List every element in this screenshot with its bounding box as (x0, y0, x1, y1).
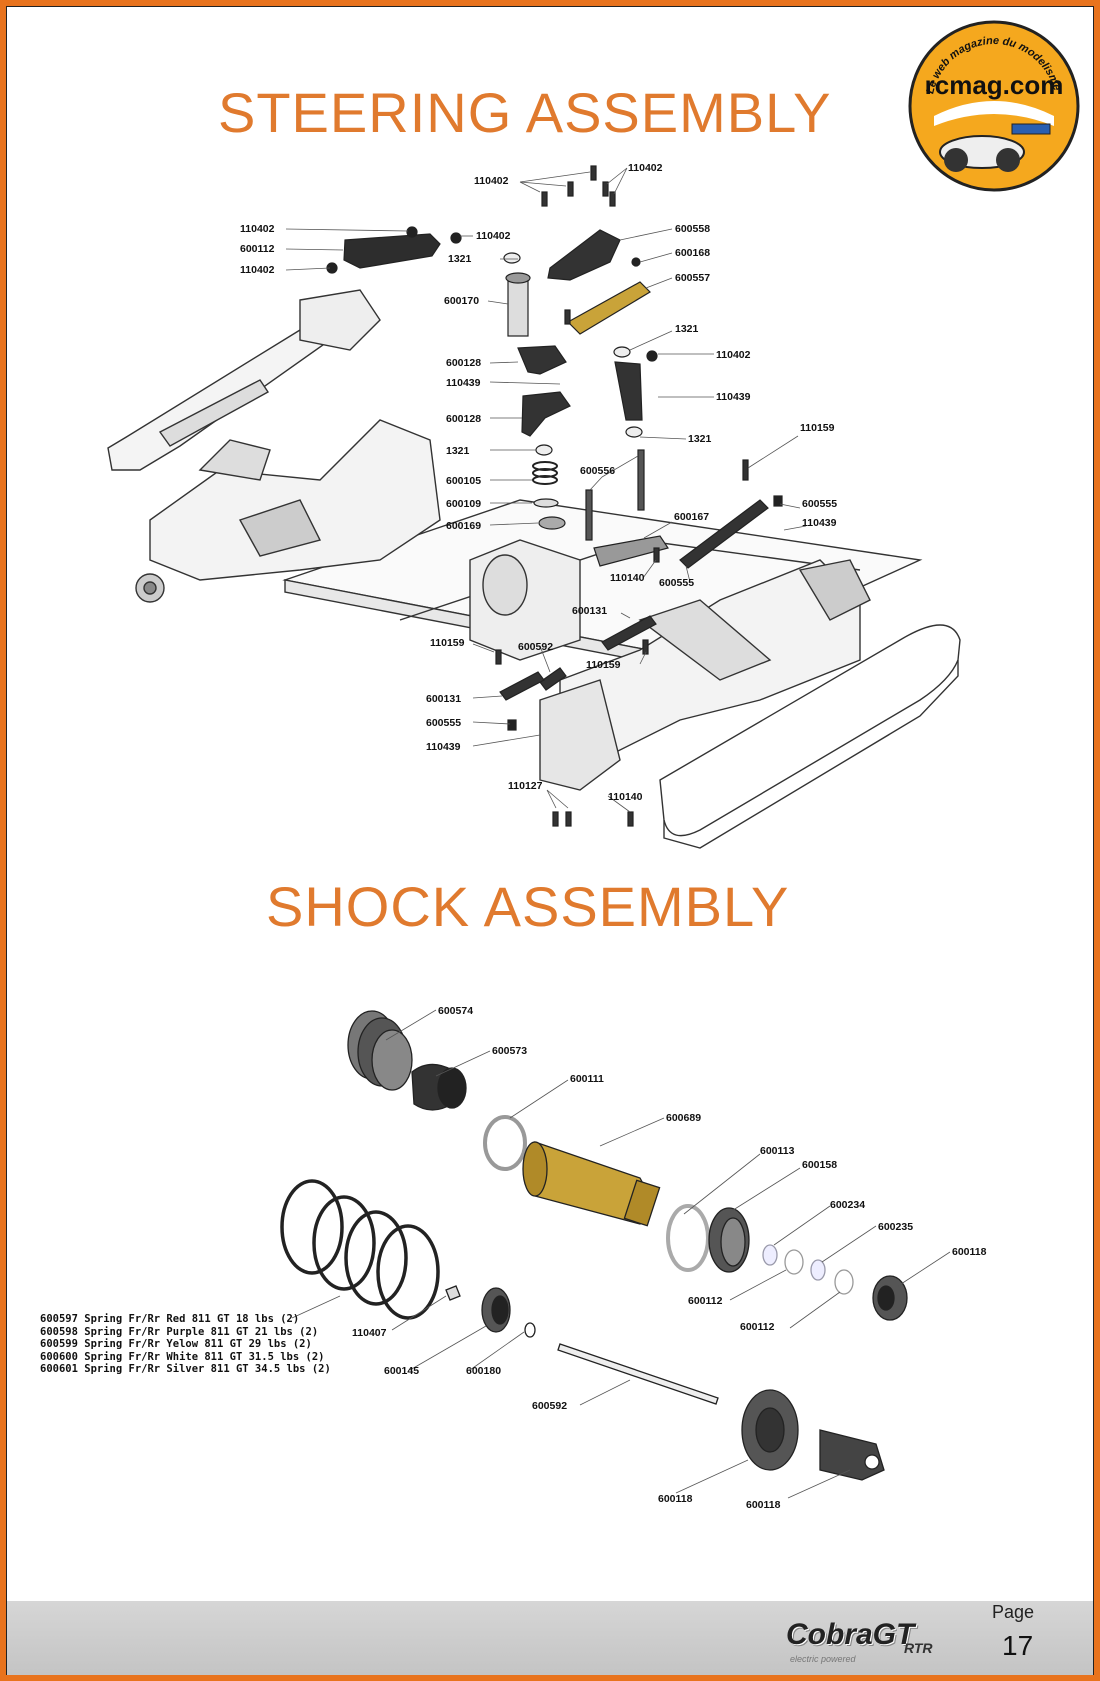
label-600555-a: 600555 (802, 498, 837, 510)
label-110140-a: 110140 (610, 572, 645, 584)
spring-list: 600597 Spring Fr/Rr Red 811 GT 18 lbs (2… (40, 1313, 331, 1376)
label-600556: 600556 (580, 465, 615, 477)
label-110439-a: 110439 (446, 377, 481, 389)
page-footer (7, 1601, 1093, 1675)
label-600170: 600170 (444, 295, 479, 307)
label-600128-a: 600128 (446, 357, 481, 369)
page-label: Page (992, 1602, 1035, 1622)
label-600109: 600109 (446, 498, 481, 510)
label-600118-b: 600118 (658, 1493, 693, 1505)
label-600169: 600169 (446, 520, 481, 532)
label-1321-b: 1321 (675, 323, 699, 335)
label-110159-c: 110159 (586, 659, 621, 671)
page-number: 17 (1002, 1630, 1034, 1661)
label-600131-a: 600131 (572, 605, 607, 617)
logo-name: rcmag.com (925, 70, 1064, 100)
label-1321-d: 1321 (446, 445, 470, 457)
label-600689: 600689 (666, 1112, 701, 1124)
steering-labels: 110402 110402 110402 110402 600112 11040… (240, 162, 837, 803)
label-600592-b: 600592 (532, 1400, 567, 1412)
label-600112: 600112 (240, 243, 275, 255)
label-600145: 600145 (384, 1365, 419, 1377)
label-110402-c: 110402 (240, 223, 275, 235)
spring-item: 600598 Spring Fr/Rr Purple 811 GT 21 lbs… (40, 1325, 319, 1338)
label-600168: 600168 (675, 247, 710, 259)
label-110439-d: 110439 (426, 741, 461, 753)
brand-rtr: RTR (904, 1640, 933, 1656)
label-600112-b: 600112 (740, 1321, 775, 1333)
label-600180: 600180 (466, 1365, 501, 1377)
shock-assembly-title: SHOCK ASSEMBLY (266, 875, 790, 938)
label-110402-b: 110402 (628, 162, 663, 174)
label-600158: 600158 (802, 1159, 837, 1171)
label-600235: 600235 (878, 1221, 913, 1233)
label-600112-a: 600112 (688, 1295, 723, 1307)
label-600234: 600234 (830, 1199, 865, 1211)
label-110402-f: 110402 (716, 349, 751, 361)
label-110402-d: 110402 (476, 230, 511, 242)
label-600558: 600558 (675, 223, 710, 235)
spring-item: 600601 Spring Fr/Rr Silver 811 GT 34.5 l… (40, 1363, 331, 1375)
spring-item: 600597 Spring Fr/Rr Red 811 GT 18 lbs (2… (40, 1313, 300, 1325)
label-110402-a: 110402 (474, 175, 509, 187)
label-600557: 600557 (675, 272, 710, 284)
label-110439-b: 110439 (716, 391, 751, 403)
label-110140-b: 110140 (608, 791, 643, 803)
label-1321-a: 1321 (448, 253, 472, 265)
label-1321-c: 1321 (688, 433, 712, 445)
label-600573: 600573 (492, 1045, 527, 1057)
label-110439-c: 110439 (802, 517, 837, 529)
steering-assembly-title: STEERING ASSEMBLY (218, 81, 832, 144)
label-600167: 600167 (674, 511, 709, 523)
label-600128-b: 600128 (446, 413, 481, 425)
chassis-drawing (107, 289, 961, 849)
label-110127: 110127 (508, 780, 543, 792)
label-110159-a: 110159 (800, 422, 835, 434)
label-600105: 600105 (446, 475, 481, 487)
spring-item: 600600 Spring Fr/Rr White 811 GT 31.5 lb… (40, 1350, 325, 1363)
label-600113: 600113 (760, 1145, 795, 1157)
label-600555-c: 600555 (426, 717, 461, 729)
label-110407: 110407 (352, 1327, 387, 1339)
label-600592-a: 600592 (518, 641, 553, 653)
steering-parts (326, 165, 783, 827)
label-110402-e: 110402 (240, 264, 275, 276)
label-600131-b: 600131 (426, 693, 461, 705)
label-110159-b: 110159 (430, 637, 465, 649)
label-600555-b: 600555 (659, 577, 694, 589)
brand-tagline: electric powered (790, 1654, 856, 1664)
rcmag-logo: rcmag.com Le web magazine du modelisme (908, 20, 1080, 192)
shock-leaders (291, 1009, 951, 1499)
label-600118-c: 600118 (746, 1499, 781, 1511)
steering-leaders (285, 167, 807, 813)
brand-logo: CobraGT (786, 1618, 915, 1651)
label-600574: 600574 (438, 1005, 473, 1017)
label-600118-a: 600118 (952, 1246, 987, 1258)
buggy-icon (939, 123, 1051, 172)
spring-item: 600599 Spring Fr/Rr Yelow 811 GT 29 lbs … (40, 1338, 312, 1350)
label-600111: 600111 (570, 1073, 604, 1085)
shock-labels: 600574 600573 600111 600689 600113 60015… (352, 1005, 987, 1511)
